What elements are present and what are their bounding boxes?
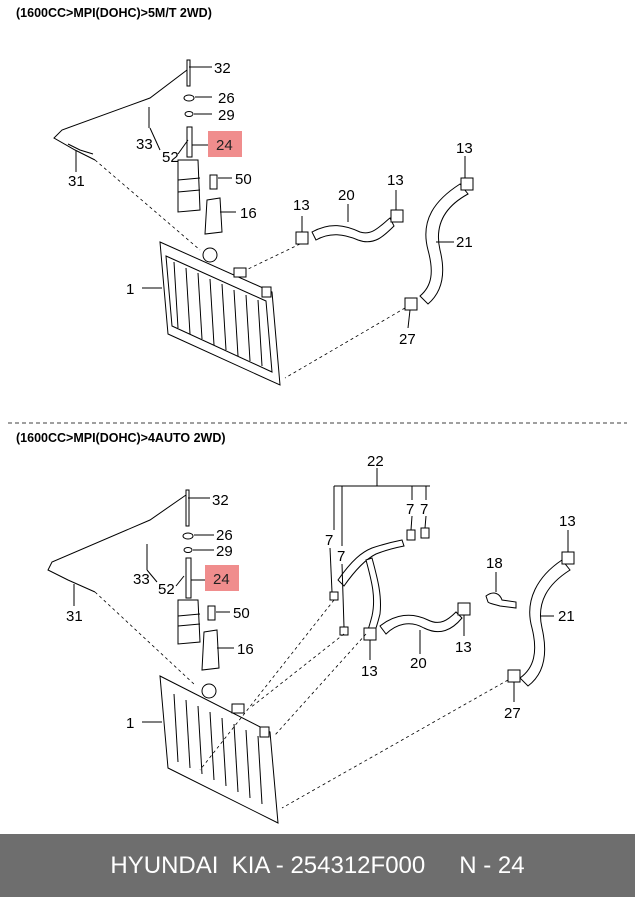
callout-27: 27 xyxy=(504,705,521,722)
callout-29: 29 xyxy=(218,107,235,124)
hose-21-bottom xyxy=(507,551,575,687)
callout-13: 13 xyxy=(361,663,378,680)
callout-13: 13 xyxy=(456,140,473,157)
radiator-top xyxy=(159,241,281,386)
callout-21: 21 xyxy=(456,234,473,251)
radiator-bottom xyxy=(159,675,279,824)
parts-diagram: 32 26 29 33 52 24 50 16 31 13 20 13 13 2… xyxy=(8,59,627,824)
callout-50: 50 xyxy=(235,171,252,188)
hose-21-top xyxy=(404,177,474,311)
highlight-24-top xyxy=(208,131,242,157)
callout-7: 7 xyxy=(406,501,414,518)
callout-33: 33 xyxy=(136,136,153,153)
callout-16: 16 xyxy=(240,205,257,222)
callout-7: 7 xyxy=(325,532,333,549)
callout-50: 50 xyxy=(233,605,250,622)
diagram-top: 32 26 29 33 52 24 50 16 31 13 20 13 13 2… xyxy=(53,59,474,386)
callout-13: 13 xyxy=(293,197,310,214)
hose-20-top xyxy=(295,209,404,245)
reservoir-bottom xyxy=(146,489,220,671)
callout-52: 52 xyxy=(158,581,175,598)
callout-29: 29 xyxy=(216,543,233,560)
callout-33: 33 xyxy=(133,571,150,588)
callout-1: 1 xyxy=(126,715,134,732)
callout-18: 18 xyxy=(486,555,503,572)
callout-13: 13 xyxy=(387,172,404,189)
section-title-auto: (1600CC>MPI(DOHC)>4AUTO 2WD) xyxy=(16,431,226,445)
callout-13: 13 xyxy=(559,513,576,530)
callout-26: 26 xyxy=(216,527,233,544)
overflow-tube-top xyxy=(53,69,201,251)
callout-7: 7 xyxy=(337,548,345,565)
callout-31: 31 xyxy=(66,608,83,625)
callout-26: 26 xyxy=(218,90,235,107)
callout-1: 1 xyxy=(126,281,134,298)
callout-32: 32 xyxy=(214,60,231,77)
callout-13: 13 xyxy=(455,639,472,656)
callout-52: 52 xyxy=(162,149,179,166)
hose-18 xyxy=(485,592,517,609)
callout-24: 24 xyxy=(213,571,230,588)
footer-bar: HYUNDAI KIA - 254312F000 N - 24 xyxy=(0,834,635,897)
callout-20: 20 xyxy=(410,655,427,672)
footer-page: N - 24 xyxy=(459,851,525,879)
callout-24: 24 xyxy=(216,137,233,154)
highlight-24-bottom xyxy=(205,565,239,591)
callout-22: 22 xyxy=(367,453,384,470)
callout-31: 31 xyxy=(68,173,85,190)
callout-7: 7 xyxy=(420,501,428,518)
callout-32: 32 xyxy=(212,492,229,509)
callout-21: 21 xyxy=(558,608,575,625)
section-title-manual: (1600CC>MPI(DOHC)>5M/T 2WD) xyxy=(16,6,212,20)
hose-20-bottom xyxy=(363,602,471,641)
callout-27: 27 xyxy=(399,331,416,348)
diagram-bottom: 22 7 7 7 7 32 26 29 33 52 24 50 16 31 13… xyxy=(47,453,576,824)
overflow-tube-bottom xyxy=(47,494,196,686)
callout-16: 16 xyxy=(237,641,254,658)
footer-brand-part: HYUNDAI KIA - 254312F000 xyxy=(110,851,426,879)
callout-20: 20 xyxy=(338,187,355,204)
